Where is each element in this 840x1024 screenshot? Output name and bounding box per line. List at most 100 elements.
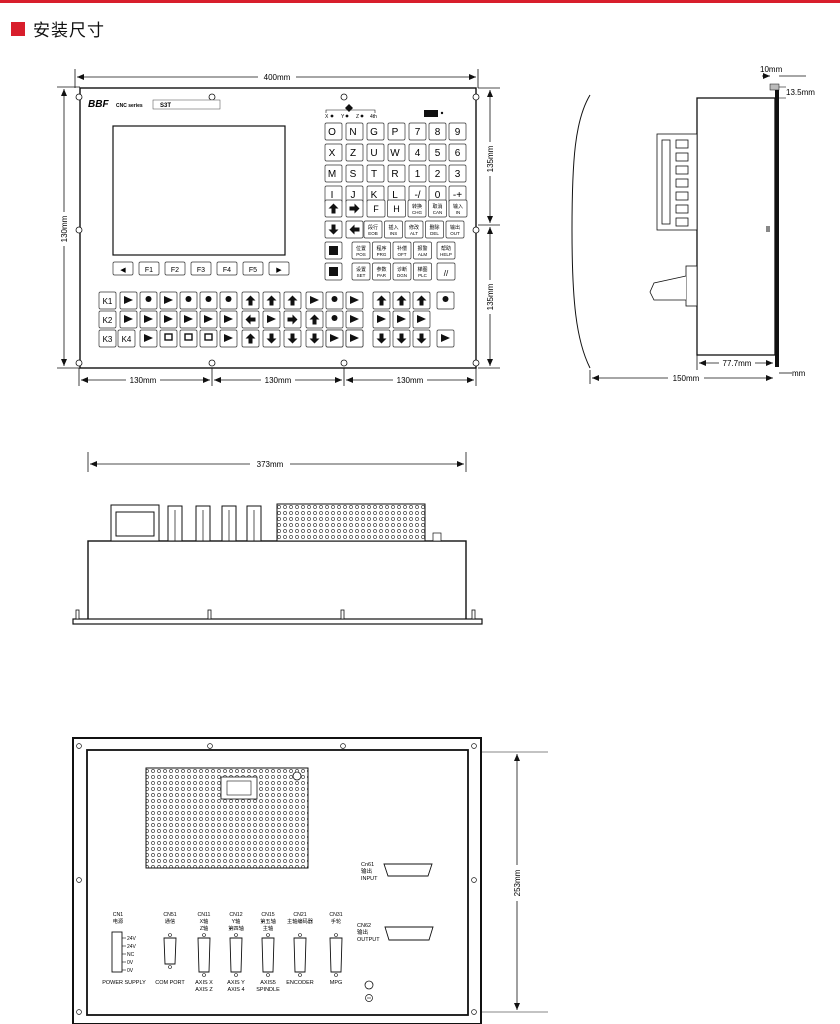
num-key-0-2[interactable] [448,122,467,141]
addr-key-R[interactable] [387,164,406,183]
num-key-1-1[interactable] [428,143,447,162]
addr-key-label-P: P [392,127,399,138]
rear-conn-1-bottom-0: COM PORT [155,980,185,986]
top-view: 373mm [72,452,483,625]
num-key-label-0-0: 7 [415,127,421,138]
addr-key-W[interactable] [387,143,406,162]
func-row8-0[interactable] [351,262,371,281]
func-row5-3[interactable] [428,199,447,218]
func-row5-2-en: CHG [412,210,422,215]
func-row8-2-en: DGN [397,273,407,278]
num-key-label-0-2: 9 [455,127,461,138]
num-key-1-0[interactable] [408,143,427,162]
func-row7-0[interactable] [351,241,371,260]
num-key-2-1[interactable] [428,164,447,183]
rear-mounting-holes [76,743,477,1015]
axis-led-row: X Y Z 4th [325,104,444,120]
func-row6-4-en: OUT [450,231,460,236]
k-key-K1[interactable] [98,291,117,310]
func-row6-3[interactable] [425,220,444,239]
rear-conn-0-bottom-0: POWER SUPPLY [102,980,146,986]
func-row7-0-cn: 位置 [356,245,366,252]
axis-led-x: X [325,114,329,120]
cn61-label-1: Cn61 [361,862,374,868]
rear-conn-1-shell [163,937,177,965]
func-row5-3-cn: 取消 [432,203,442,210]
func-row5-4[interactable] [448,199,468,218]
rear-conn-2-shell [197,937,211,973]
addr-key-label-Z: Z [350,148,356,159]
softkey-label-2: F2 [171,267,179,274]
func-row6-4[interactable] [445,220,465,239]
func-row6-3-cn: 删除 [429,224,439,231]
softkey-2[interactable] [164,261,186,276]
func-row8-2[interactable] [392,262,412,281]
num-key-0-1[interactable] [428,122,447,141]
rear-conn-1-top-1: 通信 [165,917,175,925]
arrow-up-icon [309,314,320,325]
dim-width-400: 400mm [264,73,291,82]
func-row6-2[interactable] [404,220,424,239]
op-key-a-0-3-icon [185,296,192,302]
arrow-down-icon [309,333,320,344]
func-row8-3[interactable] [413,262,432,281]
rear-conn-4-shell [261,937,275,973]
addr-key-Z[interactable] [345,143,364,162]
addr-key-O[interactable] [324,122,343,141]
num-key-label-2-1: 2 [435,169,441,180]
func-help[interactable] [436,241,456,260]
func-row7-3[interactable] [413,241,432,260]
k-key-K2[interactable] [98,310,117,329]
func-row7-1[interactable] [372,241,391,260]
red-square-icon [11,21,25,36]
softkey-3[interactable] [190,261,212,276]
func-row6-1-cn: 插入 [388,224,398,231]
addr-key-label-L: L [392,190,398,201]
func-row5-1[interactable] [387,199,406,218]
func-row8-1[interactable] [372,262,391,281]
num-key-2-0[interactable] [408,164,427,183]
func-row5-0[interactable] [366,199,386,218]
func-row6-1[interactable] [384,220,403,239]
front-view: 400mm 130mm 135mm 135mm 130mm 130mm 130m… [57,69,500,386]
op-key-a-0-2-icon [164,296,173,304]
cn61-label-3: INPUT [361,876,378,882]
op-key-b-1-1-icon [267,315,276,323]
side-dim-77-7mm: 77.7mm [723,359,752,368]
addr-key-S[interactable] [345,164,364,183]
op-key-a-2-3[interactable] [179,329,198,348]
softkey-0[interactable] [112,261,134,276]
addr-key-X[interactable] [324,143,343,162]
op-key-a-1-1-icon [144,315,153,323]
op-key-a-2-2[interactable] [159,329,178,348]
num-key-0-0[interactable] [408,122,427,141]
op-key-a-2-3-icon [184,333,193,341]
k-key-K4[interactable] [117,329,136,348]
func-row5-2[interactable] [407,199,427,218]
num-key-2-2[interactable] [448,164,467,183]
num-key-1-2[interactable] [448,143,467,162]
softkey-4[interactable] [216,261,238,276]
func-row6-0[interactable] [363,220,383,239]
softkey-1[interactable] [138,261,160,276]
op-key-e-0-icon [442,296,449,302]
key-reset[interactable] [436,262,456,281]
addr-key-T[interactable] [366,164,385,183]
addr-key-M[interactable] [324,164,343,183]
arrow-up-icon [396,295,407,306]
k-key-K3[interactable] [98,329,117,348]
func-row8-3-en: PLC [418,273,428,278]
power-terminal [111,931,123,973]
addr-key-U[interactable] [366,143,385,162]
op-key-a-2-4[interactable] [199,329,218,348]
addr-key-P[interactable] [387,122,406,141]
brand-logo: BBF [88,99,109,110]
op-key-d-1-2-icon [417,315,426,323]
addr-key-G[interactable] [366,122,385,141]
front-mounting-holes [75,93,480,367]
addr-key-N[interactable] [345,122,364,141]
func-row7-2[interactable] [392,241,412,260]
softkey-6[interactable] [268,261,290,276]
softkey-5[interactable] [242,261,264,276]
